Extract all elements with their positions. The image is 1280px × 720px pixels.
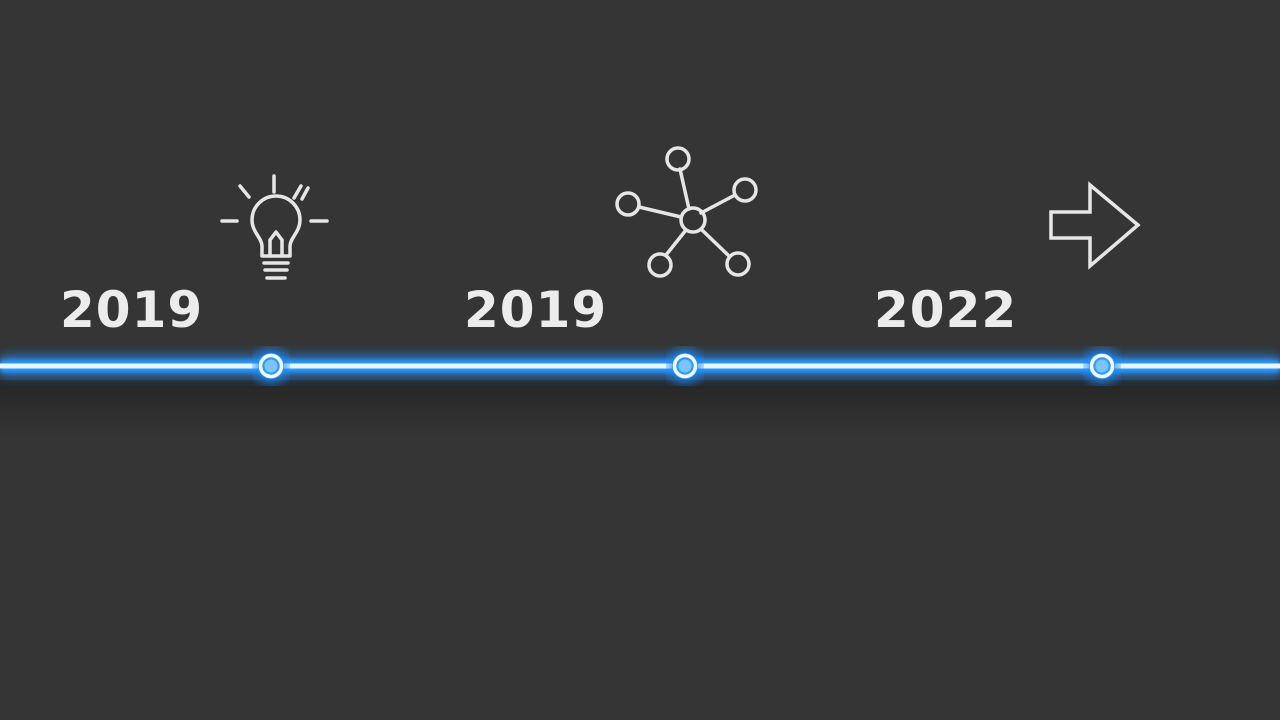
line-core	[0, 363, 1280, 369]
milestone-year: 2022	[874, 281, 1018, 339]
milestone-year: 2019	[60, 281, 204, 339]
arrow-right-icon	[1049, 181, 1141, 270]
line-shadow	[0, 380, 1280, 440]
timeline-node	[1085, 349, 1119, 383]
timeline-node	[254, 349, 288, 383]
network-icon	[615, 146, 758, 278]
milestone-year: 2019	[464, 281, 608, 339]
timeline-node	[668, 349, 702, 383]
lightbulb-icon	[220, 174, 329, 280]
timeline-line	[0, 349, 1280, 383]
